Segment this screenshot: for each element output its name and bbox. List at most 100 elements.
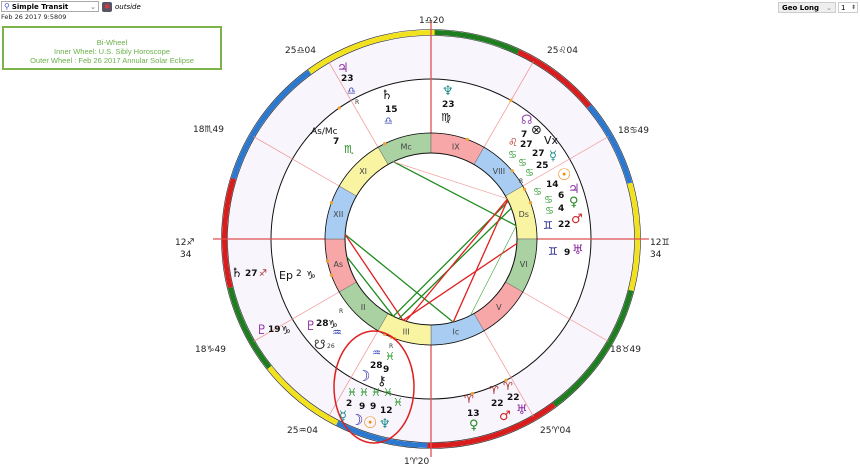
aspect-line: [393, 161, 508, 199]
libra-icon: ♎: [384, 116, 393, 127]
vertex-label: Vx: [544, 134, 559, 147]
aspect-line: [344, 233, 454, 323]
house-label-mc: Mc: [400, 142, 411, 151]
pisces-icon: ♓: [347, 386, 357, 399]
transit-icon: ⚲: [4, 2, 10, 11]
virgo-icon: ♍: [441, 111, 451, 124]
planet-position-dot: [325, 259, 329, 263]
house-label-ic: Ic: [452, 328, 459, 337]
leo-degree: 27: [520, 140, 533, 150]
planet-position-dot: [470, 391, 475, 396]
mercury-icon: ☿: [339, 409, 347, 424]
aries-icon: ♈: [464, 393, 474, 406]
north-node-degree: 7: [521, 130, 527, 140]
mars-icon: ♂: [571, 212, 583, 227]
uranus-degree: 9: [564, 248, 570, 258]
house-cusp-line: [328, 330, 379, 417]
mercury-icon: ☿: [549, 149, 557, 164]
house-cusp-line: [483, 330, 534, 417]
south-node-icon: ☋: [314, 338, 326, 353]
aries-icon: ♈: [503, 380, 513, 393]
cusp-label-1-min: 34: [180, 250, 192, 260]
leo-icon: ♌: [508, 136, 518, 149]
cusp-label-7: 12♊: [650, 238, 670, 248]
gemini-icon: ♊: [548, 245, 558, 258]
moon-icon: ☽: [357, 367, 370, 385]
house-cusp-line: [522, 136, 609, 187]
south-node-degree: 26: [327, 343, 335, 350]
count-spinner[interactable]: 1⬍: [838, 2, 858, 13]
planet-position-dot: [337, 106, 341, 110]
aquarius-icon: ♒: [372, 348, 381, 359]
uranus-icon: ♅: [516, 403, 528, 418]
mars-degree: 22: [491, 399, 504, 409]
chiron-icon: ⚷: [377, 374, 387, 389]
title-line-1: Bi-Wheel: [96, 38, 128, 47]
house-label-ix: IX: [452, 142, 460, 151]
sagittarius-icon: ♐: [259, 269, 267, 279]
house-label-viii: VIII: [493, 167, 506, 176]
house-ring-outer: [324, 132, 538, 346]
cusp-label-12: 18♏49: [193, 125, 224, 135]
house-label-xi: XI: [359, 167, 367, 176]
saturn-icon: ♄: [381, 88, 393, 103]
saturn-degree: 27: [245, 269, 258, 279]
house-cusp-line: [253, 136, 340, 187]
neptune-degree: 12: [380, 406, 393, 416]
venus-icon: ♀: [569, 195, 579, 210]
cancer-icon: ♋: [544, 195, 553, 206]
aspect-line: [344, 234, 404, 321]
house-label-vi: VI: [520, 260, 528, 269]
count-value: 1: [841, 4, 846, 12]
zodiac-segment-fire: [427, 402, 556, 448]
mercury-degree: 25: [536, 161, 549, 171]
neptune-icon: ♆: [442, 84, 454, 99]
capricorn-icon: ♑: [281, 324, 291, 337]
zodiac-segment-fire: [222, 177, 236, 289]
house-label-xii: XII: [333, 210, 343, 219]
transit-mode-select[interactable]: ⚲ Simple Transit ⌄: [1, 1, 99, 12]
scorpio-icon: ♏: [344, 143, 354, 156]
planet-position-dot: [465, 137, 469, 141]
sun-degree: 14: [546, 180, 559, 190]
mars-degree: 22: [558, 220, 571, 230]
pisces-icon: ♓: [383, 386, 393, 399]
zodiac-segment-air: [267, 365, 339, 426]
sort-value: Geo Long: [782, 4, 820, 12]
as-mc-degree: 7: [333, 137, 339, 147]
cusp-label-5: 25♈04: [540, 426, 571, 436]
pluto-degree: 19: [268, 325, 281, 335]
title-line-3: Outer Wheel : Feb 26 2017 Annular Solar …: [30, 56, 194, 65]
planet-position-dot: [329, 273, 333, 277]
zodiac-segment-water: [336, 420, 428, 448]
retrograde-icon: R: [389, 343, 393, 350]
zodiac-segment-water: [587, 104, 633, 184]
chiron-degree: 9: [383, 365, 389, 375]
zodiac-segment-earth: [227, 286, 272, 370]
cusp-label-9: 25♌04: [547, 46, 578, 56]
sun-icon: ☉: [557, 165, 571, 184]
zodiac-segment-air: [627, 182, 640, 291]
aspect-line: [452, 199, 509, 323]
as-mc-label: As/Mc: [311, 127, 338, 137]
planet-position-dot: [329, 201, 333, 205]
aspect-circle: [344, 152, 518, 326]
cancer-icon: ♋: [525, 168, 534, 179]
cusp-label-8: 18♋49: [618, 126, 649, 136]
aquarius-icon: ♒: [332, 326, 342, 339]
location-label: outside: [115, 2, 141, 11]
cusp-label-4: 1♈20: [404, 457, 430, 467]
house-label-as: As: [333, 260, 343, 269]
chart-datetime: Feb 26 2017 9:5809: [1, 13, 67, 21]
zodiac-segment-earth: [434, 30, 520, 55]
location-button[interactable]: ✱: [102, 1, 112, 12]
neptune-degree: 23: [442, 100, 455, 110]
jupiter-icon: ♃: [568, 182, 580, 197]
spinner-arrows-icon[interactable]: ⬍: [850, 4, 856, 11]
toolbar: ⚲ Simple Transit ⌄ ✱ outside: [1, 1, 141, 12]
jupiter-degree: 23: [341, 74, 354, 84]
transit-mode-value: Simple Transit: [11, 2, 69, 11]
sort-select[interactable]: Geo Long⌄: [778, 2, 836, 13]
